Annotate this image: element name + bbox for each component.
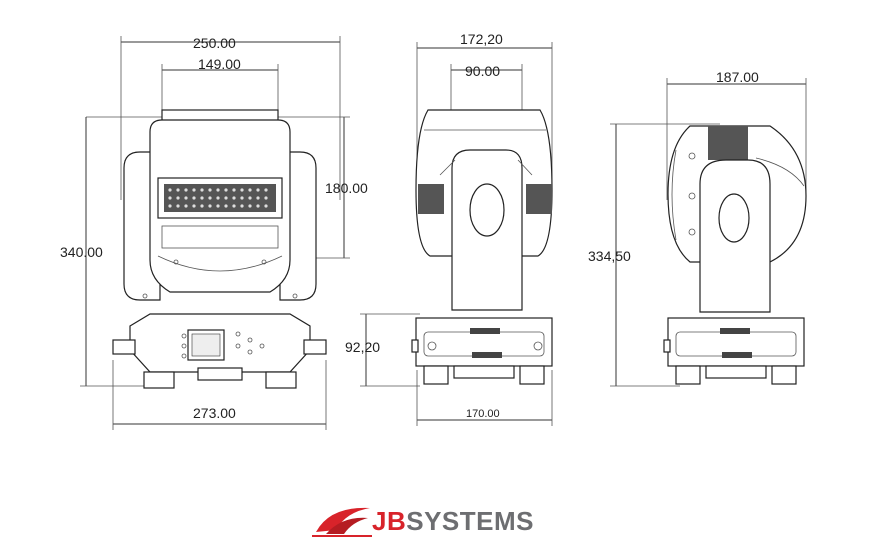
brand-systems: SYSTEMS — [406, 506, 534, 536]
dim-profile-height: 334,50 — [588, 248, 631, 264]
dim-side-width: 172,20 — [460, 31, 503, 47]
dim-side-base-width: 170.00 — [466, 408, 500, 420]
dim-front-head-width: 149.00 — [198, 56, 241, 72]
brand-jb: JB — [372, 506, 407, 536]
dim-side-yoke-width: 90.00 — [465, 63, 500, 79]
profile-view: 187.00 334,50 — [588, 69, 807, 387]
dim-front-width: 250.00 — [193, 35, 236, 51]
dim-front-total-height: 340.00 — [60, 244, 103, 260]
dim-front-head-height: 180.00 — [325, 180, 368, 196]
front-view: 250.00 149.00 180.00 340.00 273.00 — [60, 35, 368, 430]
dim-profile-width: 187.00 — [716, 69, 759, 85]
dim-side-base-height: 92,20 — [345, 339, 380, 355]
side-view: 172,20 90.00 92,20 170.00 — [345, 31, 553, 426]
brand-logo: JBSYSTEMS — [372, 506, 534, 537]
dim-front-base-width: 273.00 — [193, 405, 236, 421]
jb-systems-logo-mark — [312, 507, 372, 537]
